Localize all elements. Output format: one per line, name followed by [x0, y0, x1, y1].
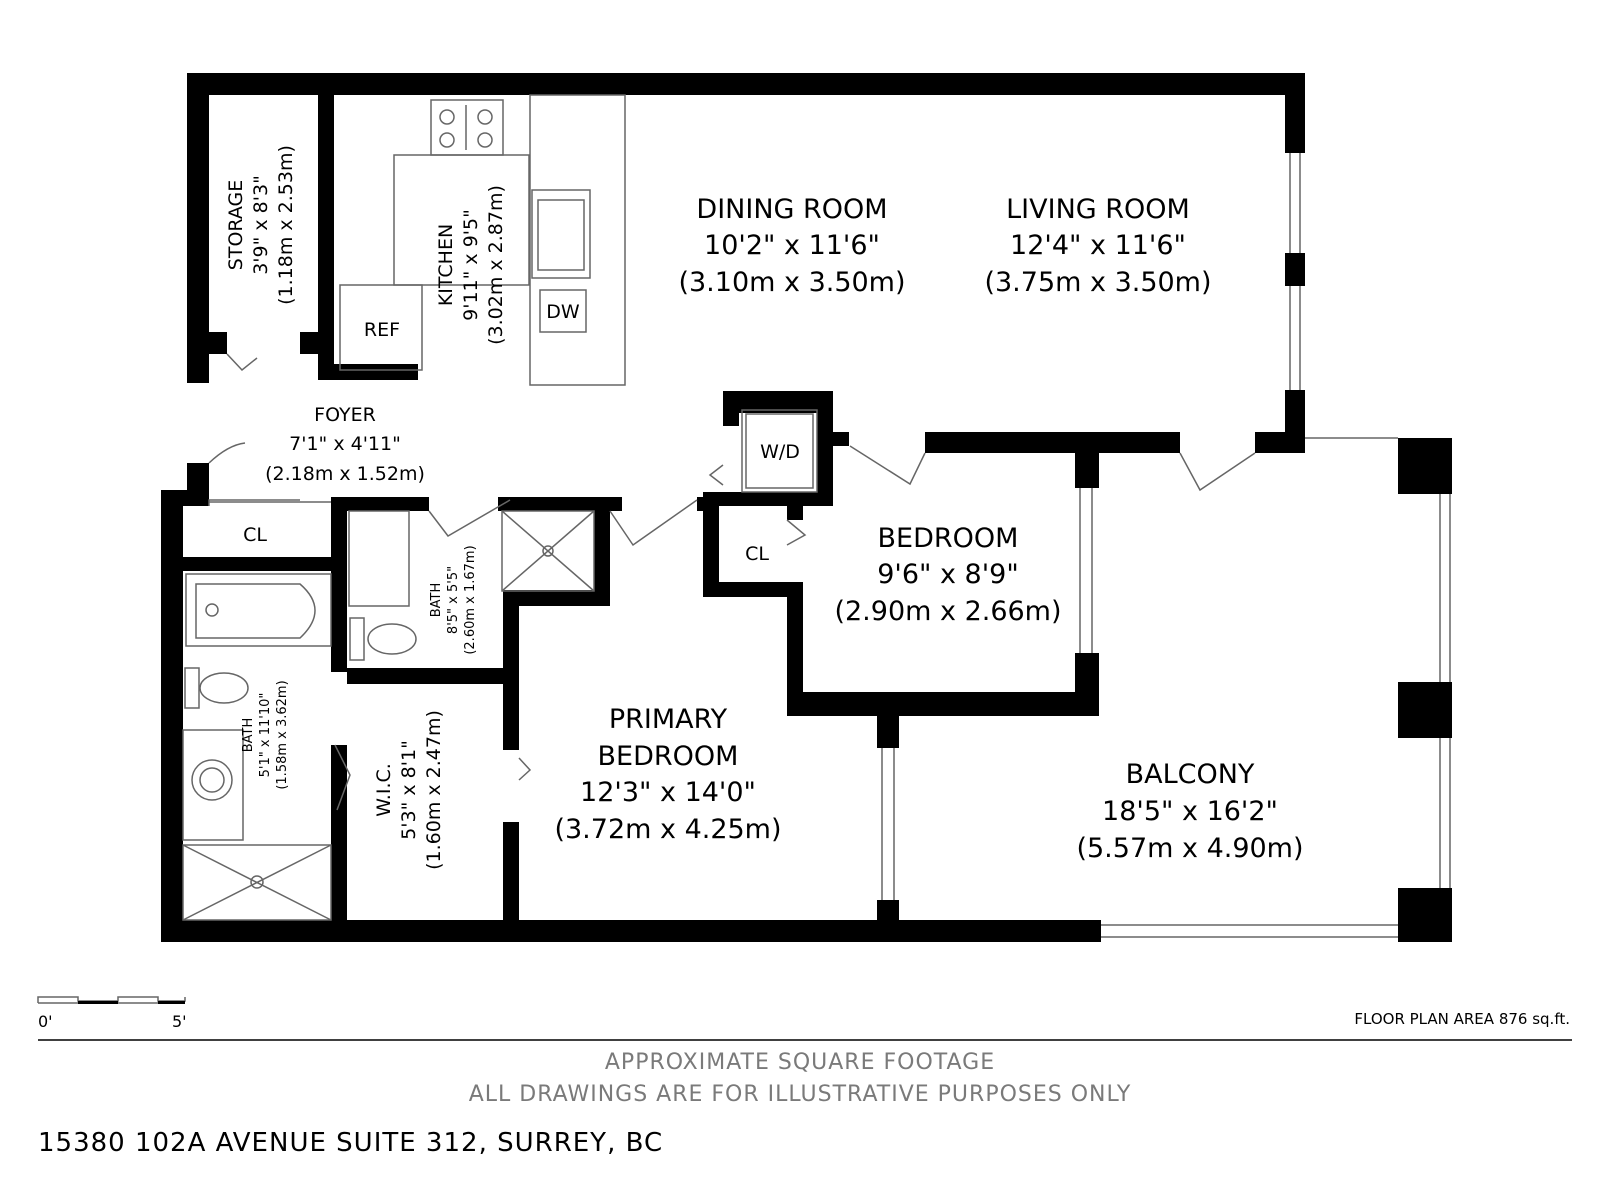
room-size-imperial: 18'5" x 16'2" — [1102, 796, 1278, 827]
room-name-line2: BEDROOM — [598, 741, 739, 772]
room-name: BALCONY — [1126, 759, 1255, 790]
room-size-imperial: 5'3" x 8'1" — [398, 740, 420, 840]
room-name: BEDROOM — [878, 523, 1019, 554]
room-name: BATH — [241, 718, 256, 753]
room-size-metric: (3.72m x 4.25m) — [554, 814, 781, 845]
room-storage: STORAGE 3'9" x 8'3" (1.18m x 2.53m) — [225, 145, 297, 305]
property-address: 15380 102A AVENUE SUITE 312, SURREY, BC — [38, 1128, 664, 1158]
fixture-washer-dryer: W/D — [760, 441, 800, 463]
room-name: DINING ROOM — [696, 194, 887, 225]
fixture-refrigerator: REF — [364, 319, 400, 341]
room-size-imperial: 5'1" x 11'10" — [258, 693, 273, 778]
room-name: W.I.C. — [373, 763, 395, 817]
scale-bar-fill — [78, 1001, 185, 1004]
room-wic: W.I.C. 5'3" x 8'1" (1.60m x 2.47m) — [373, 710, 445, 870]
room-dining: DINING ROOM 10'2" x 11'6" (3.10m x 3.50m… — [678, 194, 905, 298]
closet-bedroom: CL — [745, 543, 769, 565]
room-size-metric: (3.10m x 3.50m) — [678, 267, 905, 298]
room-size-imperial: 7'1" x 4'11" — [289, 433, 401, 455]
room-size-metric: (2.90m x 2.66m) — [834, 596, 1061, 627]
room-kitchen: KITCHEN 9'11" x 9'5" (3.02m x 2.87m) — [435, 185, 507, 345]
room-name-line1: PRIMARY — [609, 704, 728, 735]
room-size-imperial: 12'4" x 11'6" — [1010, 230, 1186, 261]
room-size-imperial: 9'11" x 9'5" — [460, 209, 482, 321]
room-size-metric: (5.57m x 4.90m) — [1076, 833, 1303, 864]
room-size-metric: (3.02m x 2.87m) — [485, 185, 507, 345]
room-size-imperial: 12'3" x 14'0" — [580, 777, 756, 808]
room-size-metric: (2.60m x 1.67m) — [463, 545, 478, 654]
room-bedroom: BEDROOM 9'6" x 8'9" (2.90m x 2.66m) — [834, 523, 1061, 627]
scale-end-label: 5' — [172, 1012, 187, 1031]
room-name: STORAGE — [225, 180, 247, 270]
room-size-imperial: 8'5" x 5'5" — [446, 566, 461, 634]
room-primary-bedroom: PRIMARY BEDROOM 12'3" x 14'0" (3.72m x 4… — [554, 704, 781, 845]
room-size-metric: (1.60m x 2.47m) — [423, 710, 445, 870]
thin-lines — [37, 94, 1451, 1004]
room-balcony: BALCONY 18'5" x 16'2" (5.57m x 4.90m) — [1076, 759, 1303, 864]
room-name: KITCHEN — [435, 224, 457, 306]
room-name: BATH — [429, 583, 444, 618]
room-size-metric: (2.18m x 1.52m) — [265, 463, 425, 485]
walls — [161, 73, 1452, 942]
room-bath-large: BATH 5'1" x 11'10" (1.58m x 3.62m) — [241, 680, 290, 789]
room-size-metric: (1.58m x 3.62m) — [275, 680, 290, 789]
room-size-imperial: 10'2" x 11'6" — [704, 230, 880, 261]
room-size-metric: (3.75m x 3.50m) — [984, 267, 1211, 298]
fixture-dishwasher: DW — [546, 301, 580, 323]
scale-start-label: 0' — [38, 1012, 53, 1031]
disclaimer-line1: APPROXIMATE SQUARE FOOTAGE — [604, 1050, 996, 1075]
room-living: LIVING ROOM 12'4" x 11'6" (3.75m x 3.50m… — [984, 194, 1211, 298]
closet-foyer: CL — [243, 524, 267, 546]
disclaimer-line2: ALL DRAWINGS ARE FOR ILLUSTRATIVE PURPOS… — [468, 1082, 1132, 1107]
room-name: FOYER — [314, 404, 376, 426]
room-size-imperial: 3'9" x 8'3" — [250, 175, 272, 275]
floor-plan-area: FLOOR PLAN AREA 876 sq.ft. — [1354, 1010, 1570, 1028]
room-size-imperial: 9'6" x 8'9" — [877, 559, 1019, 590]
room-size-metric: (1.18m x 2.53m) — [275, 145, 297, 305]
room-name: LIVING ROOM — [1006, 194, 1190, 225]
room-bath-small: BATH 8'5" x 5'5" (2.60m x 1.67m) — [429, 545, 478, 654]
room-foyer: FOYER 7'1" x 4'11" (2.18m x 1.52m) — [265, 404, 425, 485]
